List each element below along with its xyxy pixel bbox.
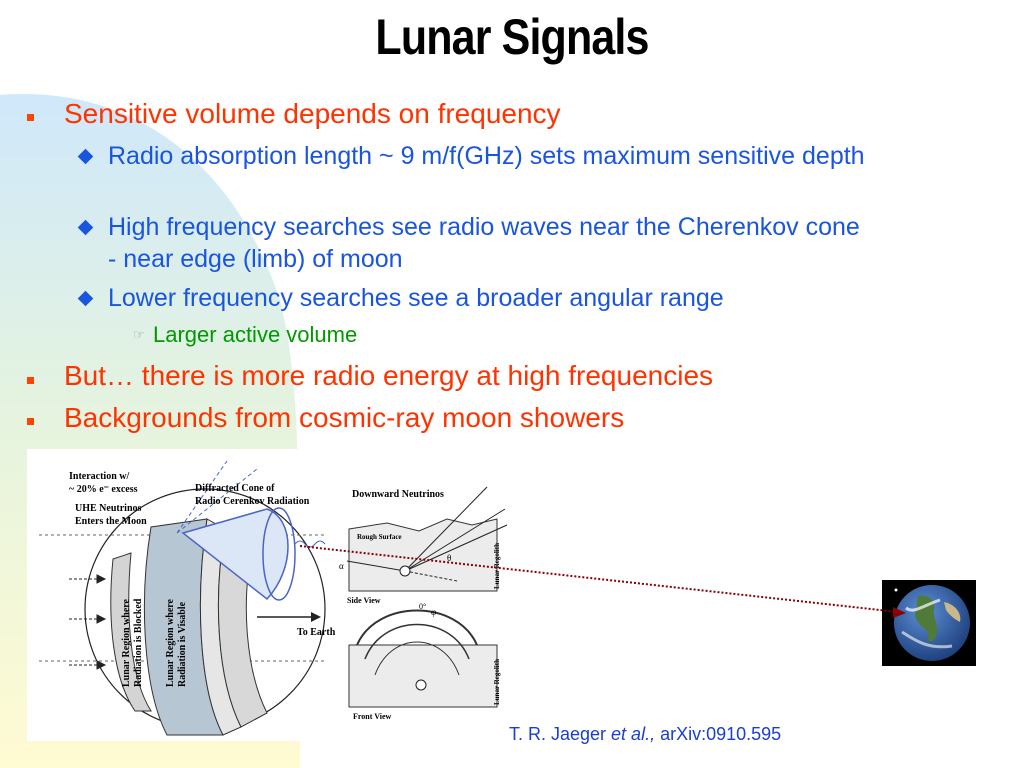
svg-text:Lunar Region where: Lunar Region where — [121, 598, 132, 687]
pointing-hand-icon: ☞ — [133, 327, 145, 342]
ray — [404, 524, 508, 572]
lunar-diagram-svg: Interaction w/ ~ 20% e⁻ excess UHE Neutr… — [39, 460, 508, 736]
bullet-list: Sensitive volume depends on frequency Ra… — [27, 98, 865, 433]
bullet-square-icon — [27, 377, 34, 384]
fig-label: α — [339, 561, 344, 571]
ray — [404, 486, 488, 572]
earth-globe-icon — [894, 585, 970, 661]
fig-label: Enters the Moon — [75, 516, 147, 527]
bullet-square-icon — [27, 418, 34, 425]
target-point — [415, 679, 427, 691]
fig-rotated-label: Lunar Regolith — [493, 659, 501, 705]
ring — [217, 528, 268, 728]
fig-rotated-label: Lunar Regolith — [493, 543, 501, 589]
citation-etal: et al., — [611, 724, 656, 744]
fig-label: Interaction w/ — [69, 471, 129, 482]
fig-label: φ — [431, 607, 436, 617]
arc — [356, 609, 478, 646]
fig-rotated-label: Lunar Region where Radiation is Blocked — [121, 598, 144, 687]
fig-label: Downward Neutrinos — [352, 489, 444, 500]
bullet-level1: Backgrounds from cosmic-ray moon showers — [64, 402, 625, 433]
lunar-diagram: Interaction w/ ~ 20% e⁻ excess UHE Neutr… — [27, 449, 515, 741]
fig-label: Radio Cerenkov Radiation — [195, 496, 310, 507]
bullet-level3: Larger active volume — [153, 322, 358, 347]
fig-label: Side View — [347, 596, 381, 605]
incoming-arrows — [69, 574, 107, 670]
cerenkov-cone — [181, 508, 289, 601]
bullet-level2: Radio absorption length ~ 9 m/f(GHz) set… — [108, 142, 865, 170]
svg-text:Lunar Regolith: Lunar Regolith — [493, 543, 501, 589]
svg-text:Radiation is Visable: Radiation is Visable — [177, 601, 188, 687]
bullet-level2: Lower frequency searches see a broader a… — [108, 284, 724, 312]
dashed-ray — [176, 468, 258, 534]
fig-rotated-label: Lunar Region where Radiation is Visable — [165, 598, 188, 687]
blocked-region — [110, 552, 152, 712]
ray — [404, 508, 506, 572]
citation-author: T. R. Jaeger — [509, 724, 612, 744]
svg-text:Lunar Region where: Lunar Region where — [165, 598, 176, 687]
fig-label: 0° — [419, 602, 426, 611]
fig-label: To Earth — [297, 627, 336, 638]
svg-text:Radiation is Blocked: Radiation is Blocked — [133, 598, 144, 687]
bullet-level2: High frequency searches see radio waves … — [108, 213, 860, 273]
interaction-point — [399, 565, 411, 577]
arrow-head-icon — [311, 612, 321, 622]
slide-title: Lunar Signals — [375, 9, 649, 65]
wave — [294, 540, 326, 548]
arc — [364, 623, 470, 660]
signal-arrow-icon — [893, 607, 906, 618]
front-view-box — [348, 644, 498, 708]
fig-label: ~ 20% e⁻ excess — [69, 484, 138, 495]
earth-image — [882, 580, 976, 666]
signal-path-line — [299, 545, 899, 613]
fig-label: θ — [447, 553, 451, 563]
ray — [404, 570, 458, 582]
bullet-square-icon — [27, 114, 34, 121]
fig-label: Diffracted Cone of — [195, 483, 275, 494]
cone-rim — [262, 507, 296, 601]
fig-label: UHE Neutrinos — [75, 503, 142, 514]
ray — [346, 560, 406, 572]
bullet-level1: Sensitive volume depends on frequency — [64, 98, 561, 129]
bullet-level1: But… there is more radio energy at high … — [64, 360, 714, 391]
dashed-ray — [176, 460, 228, 534]
svg-text:Lunar Regolith: Lunar Regolith — [493, 659, 501, 705]
arc — [374, 641, 460, 676]
fig-label: Rough Surface — [357, 533, 402, 541]
fig-label: Front View — [353, 712, 392, 721]
citation-ref: arXiv:0910.595 — [655, 724, 782, 744]
citation: T. R. Jaeger et al., arXiv:0910.595 — [509, 724, 781, 745]
